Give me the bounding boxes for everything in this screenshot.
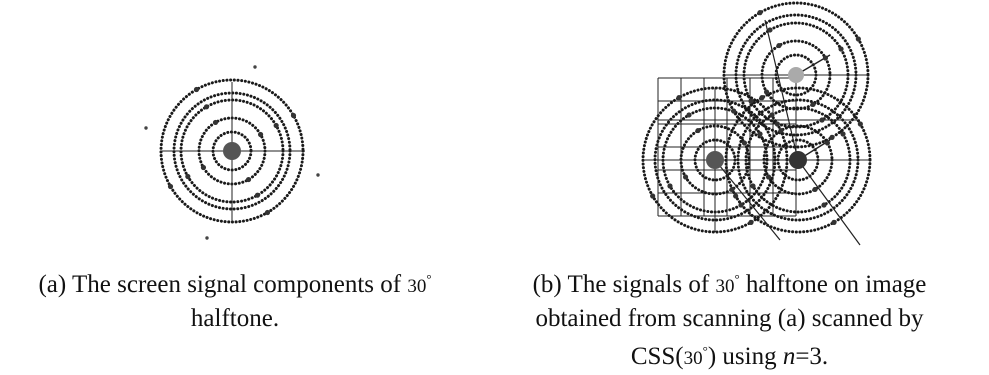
caption-b-text-2: halftone on image: [739, 271, 927, 298]
caption-a-text: (a) The screen signal components of: [38, 271, 408, 298]
caption-b-n-variable: n: [782, 343, 796, 370]
signal-a-harmonic-2-3: [676, 95, 682, 101]
scanned-signal-diagram: [641, 1, 872, 246]
harmonic-dot-0-3: [212, 119, 219, 126]
signal-a-harmonic-0-3: [695, 127, 701, 134]
signal-a-harmonic-1-1: [738, 202, 744, 208]
harmonic-dot-1-2: [185, 173, 191, 180]
harmonic-dot-0-1: [245, 176, 252, 183]
signal-b-harmonic-1-1: [821, 202, 827, 208]
signal-b-harmonic-1-3: [769, 112, 775, 118]
harmonic-dot-0-2: [200, 164, 207, 171]
caption-b-line2: obtained from scanning (a) scanned by: [535, 305, 924, 332]
signal-a-harmonic-1-3: [686, 112, 692, 118]
signal-b-harmonic-1-2: [750, 183, 756, 189]
panel-b: (b) The signals of 30° halftone on image…: [470, 0, 989, 370]
harmonic-dot-1-1: [254, 192, 261, 198]
harmonic-dot-1-0: [273, 122, 279, 129]
signal-b-harmonic-0-1: [812, 186, 818, 193]
caption-b-text: (b) The signals of: [532, 271, 716, 298]
harmonic-dot-2-0: [290, 112, 297, 119]
caption-a-angle: 30: [407, 276, 427, 297]
harmonic-dot-1-3: [203, 104, 210, 110]
signal-c-harmonic-0-3: [776, 42, 782, 49]
caption-a: (a) The screen signal components of 30° …: [0, 263, 470, 335]
caption-b-degree: °: [734, 271, 740, 286]
harmonic-dot-2-1: [264, 209, 271, 216]
signal-c-harmonic-2-1: [829, 134, 835, 140]
harmonic-dot-2-2: [167, 183, 174, 190]
caption-b-css-angle: 30: [683, 348, 703, 369]
signal-c-harmonic-1-1: [819, 117, 825, 123]
signal-b-harmonic-2-2: [733, 193, 739, 199]
signal-c-harmonic-1-3: [767, 27, 773, 33]
signal-c-harmonic-0-2: [763, 89, 770, 95]
harmonic-dot-2-3: [193, 86, 200, 93]
signal-c-harmonic-2-2: [731, 108, 737, 114]
signal-b-diagonal: [764, 19, 799, 161]
signal-c-harmonic-2-3: [757, 10, 763, 16]
signal-c-harmonic-2-0: [855, 36, 861, 42]
signal-b-harmonic-0-0: [824, 140, 831, 146]
outer-harmonic-dot-1: [253, 65, 257, 69]
caption-a-line2: halftone.: [190, 305, 280, 332]
dc-component-dot: [223, 142, 241, 160]
signal-a-harmonic-1-0: [757, 131, 763, 137]
signal-a-harmonic-2-0: [774, 121, 780, 127]
signal-a-diagonal: [714, 159, 781, 241]
signal-b-center-dot: [789, 151, 807, 169]
caption-b-css-open: CSS(: [630, 343, 684, 370]
outer-harmonic-dot-3: [316, 173, 320, 177]
panel-a: (a) The screen signal components of 30° …: [0, 0, 470, 365]
caption-b-css-close: ) using: [707, 343, 783, 370]
harmonic-dot-0-0: [257, 131, 264, 138]
signal-b-harmonic-0-3: [778, 127, 784, 134]
signal-a-harmonic-2-1: [748, 219, 754, 225]
signal-b-harmonic-2-3: [759, 95, 765, 101]
signal-c-harmonic-1-2: [748, 98, 754, 104]
screen-signal-diagram: [144, 65, 320, 240]
signal-b-harmonic-2-0: [857, 121, 863, 127]
signal-b-harmonic-1-0: [840, 131, 846, 137]
signal-c-center-dot: [788, 67, 804, 83]
signal-c-harmonic-1-0: [838, 46, 844, 52]
signal-a-harmonic-0-2: [682, 174, 689, 180]
caption-b-n-value: =3.: [795, 343, 829, 370]
signal-a-harmonic-1-2: [667, 183, 673, 189]
signal-a-harmonic-0-1: [729, 186, 735, 193]
signal-c-harmonic-0-1: [810, 101, 816, 108]
outer-harmonic-dot-2: [144, 126, 148, 130]
signal-a-harmonic-0-0: [741, 140, 748, 146]
signal-a-center-dot: [706, 151, 724, 169]
caption-b-css-degree: °: [702, 343, 708, 358]
caption-a-degree: °: [426, 271, 432, 286]
signal-c-harmonic-0-0: [822, 55, 829, 61]
outer-harmonic-dot-4: [205, 236, 209, 240]
caption-b: (b) The signals of 30° halftone on image…: [470, 263, 989, 375]
signal-b-harmonic-2-1: [831, 219, 837, 225]
signal-a-harmonic-2-2: [650, 193, 656, 199]
caption-b-angle: 30: [715, 276, 735, 297]
signal-b-harmonic-0-2: [765, 174, 772, 180]
signal-b-diagonal-2: [797, 159, 861, 246]
